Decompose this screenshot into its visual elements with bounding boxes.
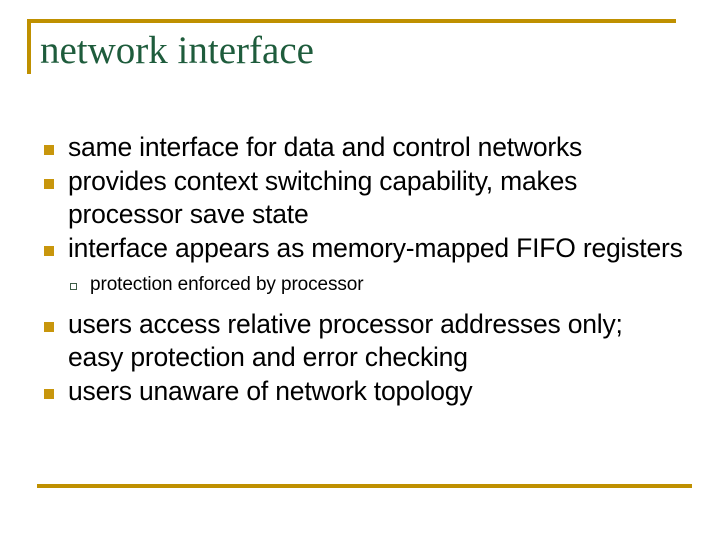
bullet-square-icon	[44, 322, 54, 332]
bullet-square-icon	[44, 179, 54, 189]
list-item: users access relative processor addresse…	[44, 308, 684, 374]
list-item-label: provides context switching capability, m…	[68, 166, 578, 229]
list-item: same interface for data and control netw…	[44, 131, 684, 164]
bullet-hollow-square-icon	[70, 283, 77, 290]
list-item-label: interface appears as memory-mapped FIFO …	[68, 233, 683, 263]
list-item-label: users access relative processor addresse…	[68, 309, 623, 372]
title-top-rule	[27, 19, 676, 23]
slide-body: same interface for data and control netw…	[44, 131, 684, 409]
list-item-label: users unaware of network topology	[68, 376, 473, 406]
page-title: network interface	[40, 29, 314, 72]
bullet-square-icon	[44, 145, 54, 155]
list-item: provides context switching capability, m…	[44, 165, 684, 231]
list-item: users unaware of network topology	[44, 375, 684, 408]
sub-list-item-label: protection enforced by processor	[90, 274, 364, 295]
bullet-square-icon	[44, 389, 54, 399]
list-item-label: same interface for data and control netw…	[68, 132, 583, 162]
sub-list-item: protection enforced by processor	[44, 273, 684, 297]
footer-rule	[37, 484, 692, 488]
list-item: interface appears as memory-mapped FIFO …	[44, 232, 684, 265]
bullet-square-icon	[44, 246, 54, 256]
title-left-rule	[27, 19, 31, 74]
